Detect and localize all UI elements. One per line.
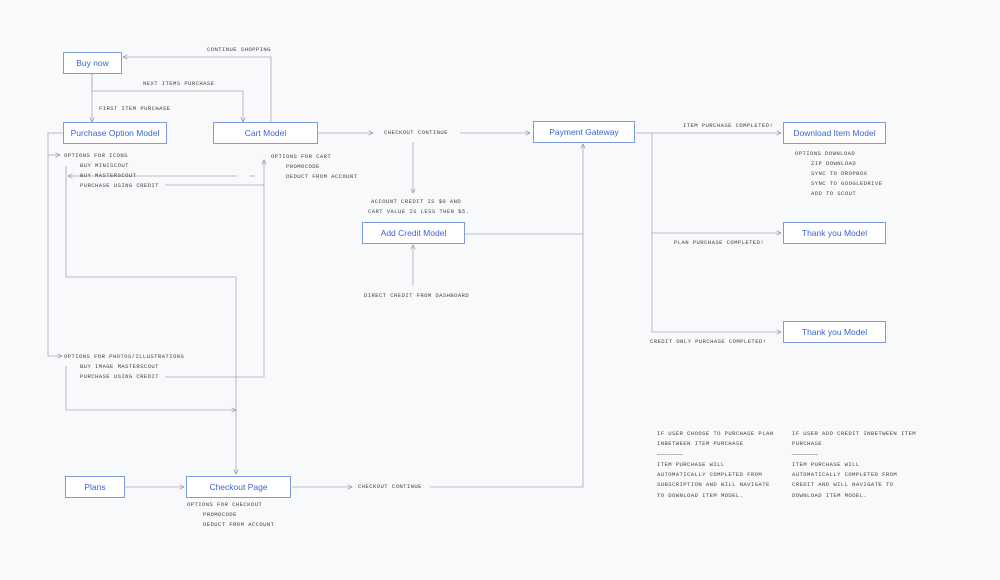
cart-options-heading: OPTIONS FOR CART	[271, 153, 332, 160]
note-line: ———————	[657, 450, 684, 458]
cart-option-item: PROMOCODE	[286, 163, 320, 170]
download-options-heading: OPTIONS DOWNLOAD	[795, 150, 856, 157]
item-purchase-completed-label: ITEM PURCHASE COMPLETED!	[683, 122, 774, 129]
edge-gateway-to-thankyou-1	[651, 133, 781, 233]
icon-option-item: BUY MINISCOUT	[80, 162, 129, 169]
cart-option-item: DEDUCT FROM ACCOUNT	[286, 173, 358, 180]
note-credit-purchase: IF USER ADD CREDIT INBETWEEN ITEM PURCHA…	[792, 429, 916, 501]
download-option-item: ADD TO SCOUT	[811, 190, 857, 197]
plans-node[interactable]: Plans	[65, 476, 125, 498]
checkout-continue-label-2: CHECKOUT CONTINUE	[358, 483, 422, 490]
photo-options-heading: OPTIONS FOR PHOTOS/ILLUSTRATIONS	[64, 353, 185, 360]
checkout-continue-label-1: CHECKOUT CONTINUE	[384, 129, 448, 136]
edge-credit-to-cart	[165, 160, 264, 186]
note-line: ITEM PURCHASE WILL	[792, 460, 860, 468]
note-line: DOWNLOAD ITEM MODEL.	[792, 491, 868, 499]
download-option-item: SYNC TO GOOGLEDRIVE	[811, 180, 883, 187]
account-credit-condition-line-1: ACCOUNT CREDIT IS $0 AND	[371, 198, 462, 205]
download-option-item: ZIP DOWNLOAD	[811, 160, 857, 167]
purchase-option-model-node[interactable]: Purchase Option Model	[63, 122, 167, 144]
add-credit-model-node[interactable]: Add Credit Model	[362, 222, 465, 244]
download-option-item: SYNC TO DROPBOX	[811, 170, 868, 177]
checkout-options-heading: OPTIONS FOR CHECKOUT	[187, 501, 263, 508]
edge-gateway-to-thankyou-2	[651, 233, 781, 332]
note-line: INBETWEEN ITEM PURCHASE	[657, 440, 744, 448]
buy-now-node[interactable]: Buy now	[63, 52, 122, 74]
edge-bracket-down	[47, 155, 62, 356]
checkout-option-item: DEDUCT FROM ACCOUNT	[203, 521, 275, 528]
edge-continue-shopping	[123, 57, 272, 122]
note-line: TO DOWNLOAD ITEM MODEL.	[657, 491, 744, 499]
plan-purchase-completed-label: PLAN PURCHASE COMPLETED!	[674, 239, 765, 246]
thank-you-model-node-1[interactable]: Thank you Model	[783, 222, 886, 244]
edge-photo-credit-to-cart	[165, 185, 265, 378]
cart-model-node[interactable]: Cart Model	[213, 122, 318, 144]
first-item-purchase-label: FIRST ITEM PURCHASE	[99, 105, 171, 112]
edge-checkout-to-gateway	[430, 144, 583, 488]
payment-gateway-node[interactable]: Payment Gateway	[533, 121, 635, 143]
note-line: SUBSCRIPTION AND WILL NAVIGATE	[657, 481, 770, 489]
note-line: ———————	[792, 450, 819, 458]
note-line: PURCHASE	[792, 440, 823, 448]
note-plan-purchase: IF USER CHOOSE TO PURCHASE PLAN INBETWEE…	[657, 429, 773, 501]
note-line: CREDIT AND WILL NAVIGATE TO	[792, 481, 894, 489]
note-line: AUTOMATICALLY COMPLETED FROM	[657, 471, 763, 479]
continue-shopping-label: CONTINUE SHOPPING	[207, 46, 271, 53]
direct-credit-label: DIRECT CREDIT FROM DASHBOARD	[364, 292, 470, 299]
checkout-page-node[interactable]: Checkout Page	[186, 476, 291, 498]
account-credit-condition-line-2: CART VALUE IS LESS THEN $5.	[368, 208, 470, 215]
credit-only-purchase-completed-label: CREDIT ONLY PURCHASE COMPLETED!	[650, 338, 767, 345]
note-line: IF USER ADD CREDIT INBETWEEN ITEM	[792, 430, 916, 437]
thank-you-model-node-2[interactable]: Thank you Model	[783, 321, 886, 343]
icon-option-item: PURCHASE USING CREDIT	[80, 182, 159, 189]
photo-option-item: PURCHASE USING CREDIT	[80, 373, 159, 380]
next-items-purchase-label: NEXT ITEMS PURCHASE	[143, 80, 215, 87]
photo-option-item: BUY IMAGE MASTERSCOUT	[80, 363, 159, 370]
edge-icons-to-checkout	[65, 166, 236, 474]
icon-option-item: BUY MASTERSCOUT	[80, 172, 137, 179]
note-line: AUTOMATICALLY COMPLETED FROM	[792, 471, 898, 479]
edge-option-bracket	[47, 132, 63, 155]
note-line: ITEM PURCHASE WILL	[657, 460, 725, 468]
note-line: IF USER CHOOSE TO PURCHASE PLAN	[657, 430, 774, 437]
edge-photos-to-checkout	[65, 366, 236, 410]
checkout-option-item: PROMOCODE	[203, 511, 237, 518]
download-item-model-node[interactable]: Download Item Model	[783, 122, 886, 144]
icon-options-heading: OPTIONS FOR ICONS	[64, 152, 128, 159]
